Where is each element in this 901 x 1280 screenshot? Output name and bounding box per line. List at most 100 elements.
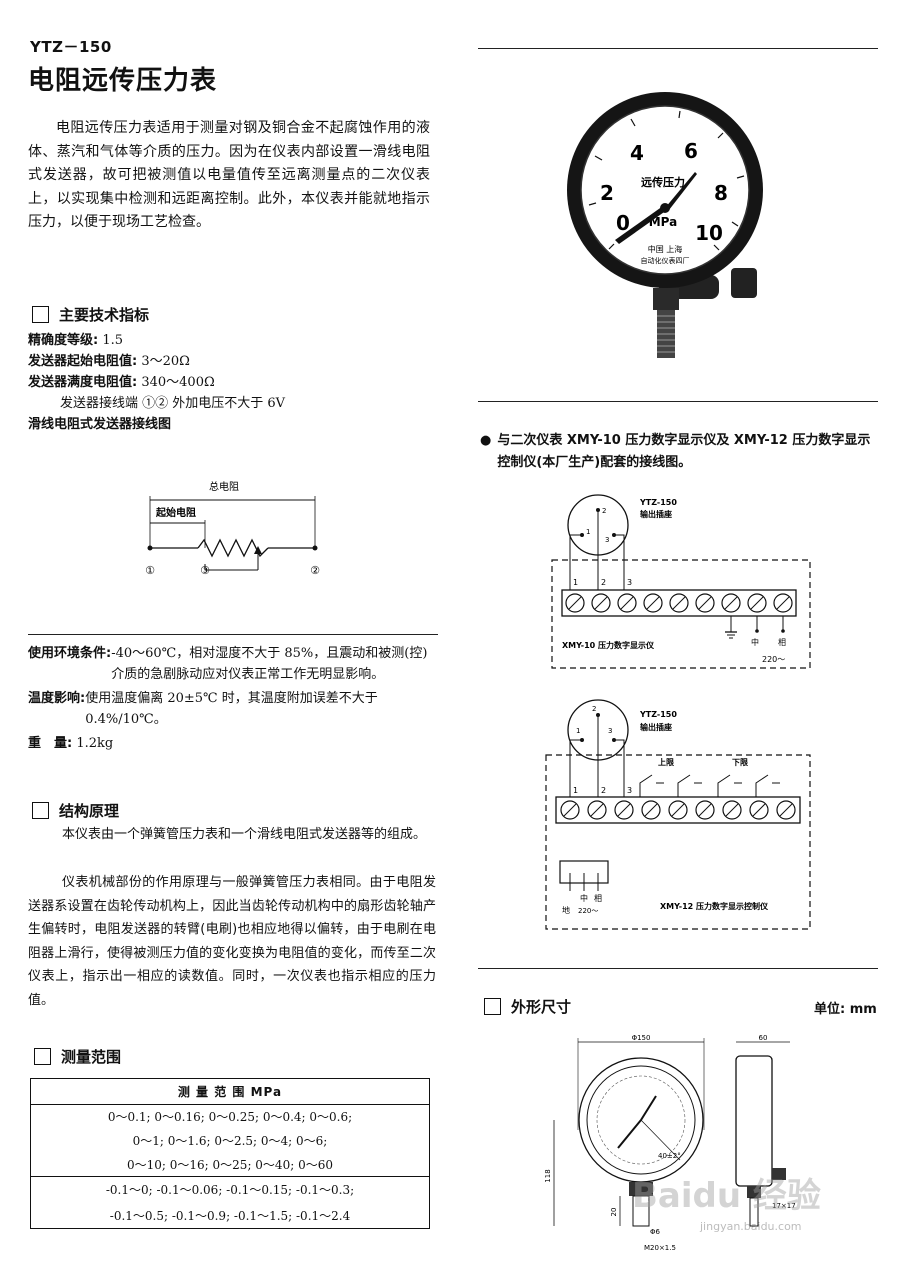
socket-pin-label: 1 — [576, 727, 580, 735]
structure-heading: 结构原理 — [32, 800, 119, 821]
dial-tick-10: 10 — [695, 221, 723, 245]
tech-specs-heading: 主要技术指标 — [32, 304, 149, 325]
instrument-name: XMY-12 压力数字显示控制仪 — [660, 901, 769, 911]
wiper-arrow — [254, 546, 262, 554]
total-resistance-label: 总电阻 — [209, 480, 239, 493]
thread-lines — [657, 315, 675, 353]
resistor-zigzag — [197, 538, 269, 558]
dial-tick-8: 8 — [714, 181, 728, 205]
wire-1 — [569, 534, 582, 590]
weight-label: 重 量: — [28, 736, 73, 751]
tech-specs-heading-text: 主要技术指标 — [59, 306, 150, 324]
watermark-logo: Baidu 经验 — [632, 1176, 821, 1216]
temp-text: 使用温度偏离 20±5℃ 时，其温度附加误差不大于 0.4%/10℃。 — [85, 691, 378, 727]
thread-label: M20×1.5 — [644, 1244, 676, 1252]
structure-paragraph-1: 本仪表由一个弹簧管压力表和一个滑线电阻式发送器等的组成。 — [62, 827, 427, 842]
terminal-2-dot — [312, 545, 318, 551]
instrument-name: XMY-10 压力数字显示仪 — [562, 640, 655, 650]
supply-voltage: 220～ — [762, 655, 785, 664]
ground-label: 地 — [562, 905, 570, 915]
terminal-screws — [560, 800, 796, 820]
dimensions-heading: 外形尺寸 — [484, 996, 571, 1017]
wiring-intro-text: 与二次仪表 XMY-10 压力数字显示仪及 XMY-12 压力数字显示控制仪(本… — [497, 433, 871, 470]
terminal-pin-label: 2 — [601, 578, 606, 587]
needle — [617, 1119, 642, 1149]
dial-tick-0: 0 — [616, 211, 630, 235]
socket-pin-label: 2 — [602, 507, 606, 515]
range-row: 0～10; 0～16; 0～25; 0～40; 0～60 — [127, 1157, 333, 1172]
unit-label: 单位: mm — [814, 1002, 877, 1017]
terminal-pin-label: 3 — [627, 786, 632, 795]
wire-1 — [569, 739, 582, 797]
wiring-diagram-xmy10: 2 1 3 YTZ-150 输出插座 1 2 3 中 相 XMY-10 压力数字… — [551, 494, 811, 669]
env-label: 使用环境条件: — [28, 646, 112, 661]
tech-specs-list: 精确度等级: 1.5 发送器起始电阻值: 3～20Ω 发送器满度电阻值: 340… — [28, 330, 438, 435]
terminal-strip — [555, 796, 801, 824]
vacuum-range-row: -0.1～0; -0.1～0.06; -0.1～0.15; -0.1～0.3; — [105, 1183, 355, 1198]
checkbox-square — [32, 306, 49, 323]
socket-model: YTZ-150 — [639, 710, 677, 719]
angle-label: 40±2° — [658, 1152, 681, 1160]
range-row: 0～1; 0～1.6; 0～2.5; 0～4; 0～6; — [132, 1134, 328, 1148]
section-rule — [478, 401, 878, 402]
height-118-label: 118 — [544, 1169, 552, 1182]
instrument-boundary — [545, 754, 811, 930]
needle — [640, 1095, 657, 1121]
side-view-case — [735, 1055, 773, 1187]
socket-model: YTZ-150 — [639, 498, 677, 507]
neutral-label: 中 — [751, 637, 759, 647]
terminal-1-label: ① — [145, 564, 155, 577]
output-socket — [731, 268, 757, 298]
bullet: ● — [480, 433, 492, 448]
section-rule — [478, 968, 878, 969]
model-number: YTZ－150 — [30, 38, 112, 56]
terminal-1-dot — [147, 545, 153, 551]
neutral-dot — [755, 629, 759, 633]
terminal-strip — [561, 589, 797, 617]
hex-nut — [629, 1182, 653, 1196]
side-thread — [749, 1197, 759, 1227]
full-resistance-value: 340～400Ω — [137, 375, 215, 390]
gauge-dial — [580, 105, 750, 275]
page-title: 电阻远传压力表 — [28, 66, 218, 96]
range-heading-text: 测量范围 — [61, 1048, 122, 1066]
gauge-stem-hex — [653, 288, 679, 310]
structure-heading-text: 结构原理 — [59, 802, 120, 820]
accuracy-label: 精确度等级: — [28, 333, 99, 348]
dial-tick-4: 4 — [630, 141, 644, 165]
instrument-boundary — [551, 559, 811, 669]
start-resistance-value: 3～20Ω — [137, 354, 190, 369]
dial-tick-2: 2 — [600, 181, 614, 205]
intro-paragraph: 电阻远传压力表适用于测量对钢及铜合金不起腐蚀作用的液体、蒸汽和气体等介质的压力。… — [28, 120, 430, 230]
phase-dot — [781, 629, 785, 633]
socket-pin-label: 3 — [605, 536, 609, 544]
full-resistance-label: 发送器满度电阻值: — [28, 375, 138, 390]
wire-3 — [614, 739, 625, 797]
start-resistance-label: 起始电阻 — [155, 506, 196, 519]
range-row: 0～0.1; 0～0.16; 0～0.25; 0～0.4; 0～0.6; — [107, 1110, 353, 1125]
socket-pin-label: 2 — [592, 705, 596, 713]
upper-limit-label: 上限 — [658, 757, 674, 767]
terminal-2-label: ② — [310, 564, 320, 577]
range-table-header: 测 量 范 围 MPa — [177, 1085, 283, 1099]
range-table: 测 量 范 围 MPa 0～0.1; 0～0.16; 0～0.25; 0～0.4… — [30, 1078, 430, 1229]
resistor-wiring-diagram: 总电阻 起始电阻 ① ③ ② — [145, 480, 320, 577]
power-leads — [569, 873, 599, 891]
top-rule — [478, 48, 878, 49]
phase-label: 相 — [594, 893, 602, 903]
checkbox-square — [32, 802, 49, 819]
voltage-note: 发送器接线端 ①② 外加电压不大于 6V — [60, 396, 286, 411]
divider — [28, 634, 438, 635]
depth-label: 60 — [759, 1034, 768, 1042]
wiring-title: 滑线电阻式发送器接线图 — [28, 417, 172, 432]
socket-pin-label: 3 — [608, 727, 612, 735]
checkbox-square — [34, 1048, 51, 1065]
gauge-needle-tip — [665, 172, 697, 210]
terminal-pin-label: 1 — [573, 786, 578, 795]
terminal-pin-label: 1 — [573, 578, 578, 587]
wiring-intro: ● 与二次仪表 XMY-10 压力数字显示仪及 XMY-12 压力数字显示控制仪… — [480, 430, 880, 474]
dial-unit: MPa — [649, 215, 678, 229]
wiring-diagram-xmy12: 2 1 3 YTZ-150 输出插座 上限 下限 1 2 3 地 中 相 220… — [545, 699, 811, 930]
maker-line-2: 自动化仪表四厂 — [641, 256, 690, 265]
structure-paragraph-2: 仪表机械部份的作用原理与一般弹簧管压力表相同。由于电阻发送器系设置在齿轮传动机构… — [28, 875, 436, 1008]
